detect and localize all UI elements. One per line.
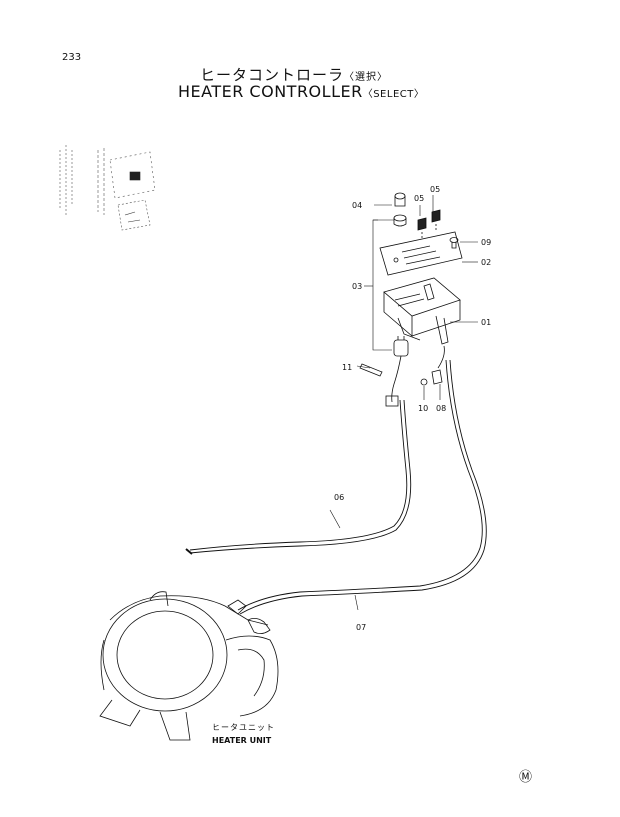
screw-part [449,237,459,249]
part-label-group: 04 05 05 09 02 03 01 11 10 08 06 07 [334,185,491,632]
leader-lines [329,195,478,611]
part-label: 10 [418,404,428,413]
title-en-text: HEATER CONTROLLER [178,82,363,101]
part-label: 04 [352,201,362,210]
part-label: 03 [352,282,362,291]
title-en: HEATER CONTROLLER〈SELECT〉 [178,82,424,101]
part-label: 02 [481,258,491,267]
part-label: 06 [334,493,344,502]
plug-part [359,363,383,377]
title-jp: ヒータコントローラ〈選択〉 [200,64,388,85]
part-label: 05 [430,185,440,194]
cables [185,359,487,615]
part-label: 11 [342,363,352,372]
title-en-note: 〈SELECT〉 [362,89,425,100]
corner-mark: Ⓜ [519,770,533,785]
locator-sketch [59,145,156,231]
knob-part [393,192,407,227]
part-label: 05 [414,194,424,203]
title-jp-note: 〈選択〉 [344,72,389,83]
switch-assembly [385,336,409,407]
small-hardware [420,345,445,386]
key-parts [417,209,441,238]
page-number: 233 [62,52,82,63]
part-label: 07 [356,623,366,632]
bracket-part [383,277,461,345]
part-label: 01 [481,318,491,327]
part-label: 08 [436,404,446,413]
part-label: 09 [481,238,491,247]
heater-unit-caption-jp: ヒータユニット [212,723,275,732]
title-jp-text: ヒータコントローラ [200,66,345,84]
heater-unit-caption-en: HEATER UNIT [212,736,272,745]
cover-plate [379,231,463,276]
heater-unit-sketch [99,591,279,741]
